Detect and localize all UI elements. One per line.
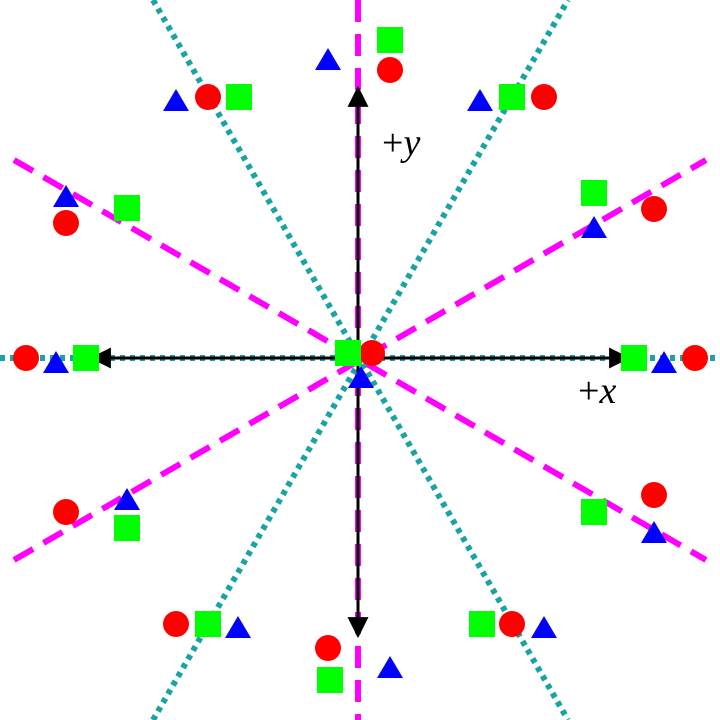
green-square-marker-4	[226, 84, 252, 110]
blue-triangle-marker-3	[467, 89, 493, 111]
red-circle-marker-5	[641, 196, 667, 222]
blue-triangle-marker-6	[53, 185, 79, 207]
dotted-line-steep-positive	[150, 0, 571, 720]
blue-triangle-marker-0	[348, 366, 374, 388]
green-square-marker-6	[114, 195, 140, 221]
x-axis-label-var: x	[598, 370, 616, 412]
y-axis-label-var: y	[399, 122, 420, 164]
y-axis-label: +y	[382, 122, 420, 164]
green-square-marker-11	[317, 667, 343, 693]
red-circle-marker-3	[531, 84, 557, 110]
red-circle-marker-0	[359, 340, 385, 366]
red-circle-marker-1	[682, 345, 708, 371]
blue-triangle-marker-9	[531, 616, 557, 638]
green-square-marker-9	[469, 611, 495, 637]
dotted-line-steep-negative	[150, 0, 571, 720]
red-circle-marker-8	[53, 499, 79, 525]
axis-labels: +x +y	[382, 122, 616, 412]
axes	[89, 85, 631, 639]
red-circle-marker-2	[13, 345, 39, 371]
blue-triangle-marker-7	[641, 521, 667, 543]
y-axis-label-sign: +	[382, 122, 403, 164]
x-axis-label: +x	[578, 370, 616, 412]
red-circle-marker-10	[163, 611, 189, 637]
blue-triangle-marker-2	[43, 351, 69, 373]
blue-triangle-marker-4	[163, 89, 189, 111]
blue-triangle-marker-5	[581, 216, 607, 238]
green-square-marker-8	[114, 515, 140, 541]
red-circle-marker-6	[53, 210, 79, 236]
red-circle-marker-12	[377, 57, 403, 83]
green-square-marker-5	[581, 180, 607, 206]
marker-groups	[13, 27, 708, 693]
green-square-marker-1	[621, 345, 647, 371]
dashed-line-shallow-negative	[12, 157, 708, 563]
red-circle-marker-9	[499, 611, 525, 637]
blue-triangle-marker-10	[225, 616, 251, 638]
blue-triangle-marker-8	[114, 488, 140, 510]
red-circle-marker-7	[641, 482, 667, 508]
blue-triangle-marker-1	[651, 351, 677, 373]
red-circle-marker-4	[195, 84, 221, 110]
green-square-marker-0	[335, 340, 361, 366]
green-square-marker-12	[377, 27, 403, 53]
green-square-marker-2	[73, 345, 99, 371]
green-square-marker-10	[195, 611, 221, 637]
x-axis-label-sign: +	[578, 370, 599, 412]
blue-triangle-marker-12	[315, 48, 341, 70]
green-square-marker-7	[581, 499, 607, 525]
red-circle-marker-11	[315, 635, 341, 661]
blue-triangle-marker-11	[377, 656, 403, 678]
green-square-marker-3	[499, 84, 525, 110]
